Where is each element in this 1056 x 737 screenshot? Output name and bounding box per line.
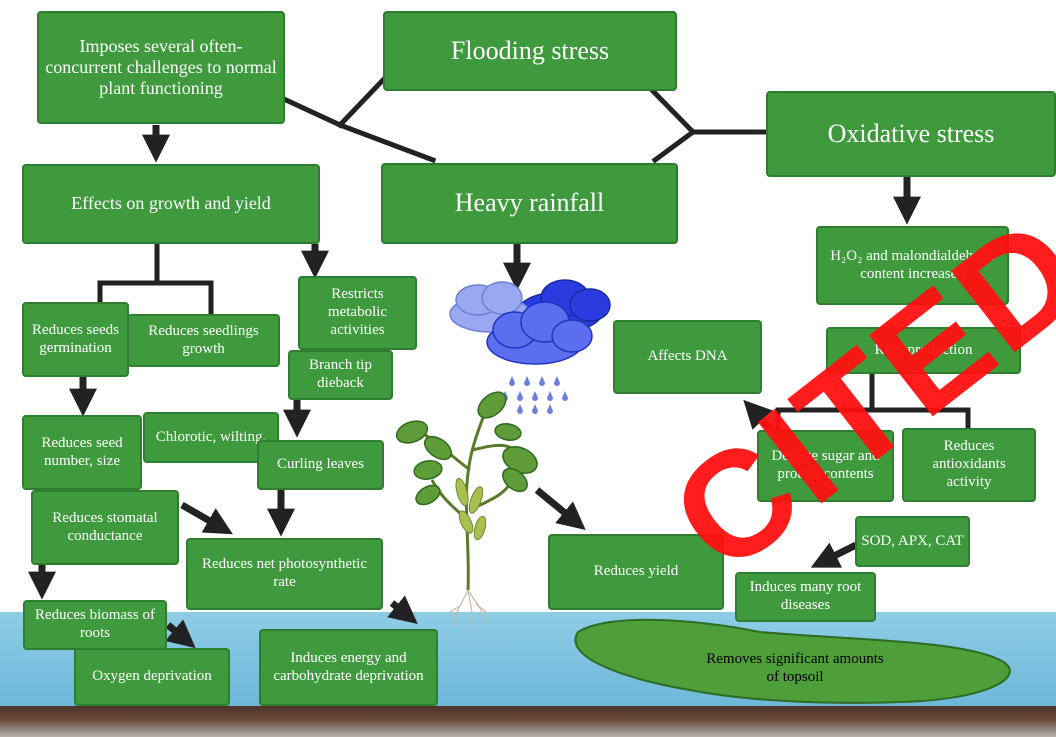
chlorotic-label: Chlorotic, wilting, <box>155 428 267 445</box>
branch-tip-box: Branch tip dieback <box>288 350 393 400</box>
restricts-metabolic-label: Restricts metabolic activities <box>327 286 388 338</box>
reduces-photosynthetic-label: Reduces net photosynthetic rate <box>202 556 367 590</box>
reduces-germination-box: Reduces seeds germination <box>22 302 129 377</box>
ros-production-label: ROS production <box>874 341 973 358</box>
heavy-rainfall-box: Heavy rainfall <box>381 163 678 244</box>
reduces-stomatal-label: Reduces stomatal conductance <box>52 509 158 544</box>
arrow-stomatal-photo <box>180 501 233 535</box>
line-flooding-right <box>646 84 697 136</box>
oxidative-stress-box: Oxidative stress <box>766 91 1056 177</box>
affects-dna-box: Affects DNA <box>613 320 762 394</box>
chlorotic-box: Chlorotic, wilting, <box>143 412 279 463</box>
imposes-challenges-label: Imposes several often-concurrent challen… <box>45 35 277 99</box>
energy-deprivation-box: Induces energy and carbohydrate deprivat… <box>259 629 438 706</box>
reduces-seed-number-box: Reduces seed number, size <box>22 415 142 490</box>
reduces-biomass-label: Reduces biomass of roots <box>35 607 155 641</box>
affects-dna-label: Affects DNA <box>647 348 728 365</box>
heavy-rainfall-label: Heavy rainfall <box>454 188 605 218</box>
effects-growth-box: Effects on growth and yield <box>22 164 320 244</box>
line-heavy-right <box>651 128 697 164</box>
arrow-sod-root <box>810 541 858 568</box>
effects-growth-label: Effects on growth and yield <box>71 193 271 214</box>
oxygen-deprivation-label: Oxygen deprivation <box>92 668 212 685</box>
reduces-germination-label: Reduces seeds germination <box>31 321 120 356</box>
soil-band <box>0 706 1056 737</box>
restricts-metabolic-box: Restricts metabolic activities <box>298 276 417 350</box>
deplete-sugar-label: Deplete sugar and protein contents <box>771 448 880 482</box>
flooding-stress-box: Flooding stress <box>383 11 677 91</box>
reduces-biomass-box: Reduces biomass of roots <box>23 600 167 650</box>
reduces-antioxidants-box: Reduces antioxidants activity <box>902 428 1036 502</box>
root-diseases-box: Induces many root diseases <box>735 572 876 622</box>
reduces-antioxidants-label: Reduces antioxidants activity <box>932 438 1006 490</box>
line-flooding-fork <box>336 76 387 129</box>
branch-tip-label: Branch tip dieback <box>309 357 372 391</box>
reduces-yield-box: Reduces yield <box>548 534 724 610</box>
curling-leaves-label: Curling leaves <box>276 456 365 473</box>
line-imposes-fork <box>282 96 344 129</box>
removes-topsoil-text: Removes significant amounts of topsoil <box>700 650 890 686</box>
curling-leaves-box: Curling leaves <box>257 440 384 490</box>
h2o2-label: H₂O₂ and malondialdehyde content increas… <box>830 247 995 282</box>
arrow-photo-energy <box>387 595 418 624</box>
sod-apx-cat-box: SOD, APX, CAT <box>855 516 970 567</box>
oxidative-stress-label: Oxidative stress <box>827 118 995 148</box>
reduces-yield-label: Reduces yield <box>593 563 679 580</box>
removes-topsoil-label: Removes significant amounts of topsoil <box>706 651 884 685</box>
arrow-biomass-oxygen <box>165 619 196 649</box>
arrow-deplete-dna <box>743 399 775 433</box>
reduces-seed-number-label: Reduces seed number, size <box>41 434 123 469</box>
ros-production-box: ROS production <box>826 327 1021 374</box>
line-heavy-fork <box>336 121 437 164</box>
sod-apx-cat-label: SOD, APX, CAT <box>861 532 964 549</box>
reduces-photosynthetic-box: Reduces net photosynthetic rate <box>186 538 383 610</box>
root-diseases-label: Induces many root diseases <box>749 579 862 613</box>
h2o2-box: H₂O₂ and malondialdehyde content increas… <box>816 226 1009 305</box>
deplete-sugar-box: Deplete sugar and protein contents <box>757 430 894 502</box>
arrow-plant-yield <box>534 487 586 530</box>
imposes-challenges-box: Imposes several often-concurrent challen… <box>37 11 285 124</box>
reduces-seedlings-box: Reduces seedlings growth <box>127 314 280 367</box>
energy-deprivation-label: Induces energy and carbohydrate deprivat… <box>273 649 424 684</box>
oxygen-deprivation-box: Oxygen deprivation <box>74 648 230 706</box>
reduces-stomatal-box: Reduces stomatal conductance <box>31 490 179 565</box>
flooding-stress-label: Flooding stress <box>450 35 610 65</box>
reduces-seedlings-label: Reduces seedlings growth <box>148 322 259 357</box>
